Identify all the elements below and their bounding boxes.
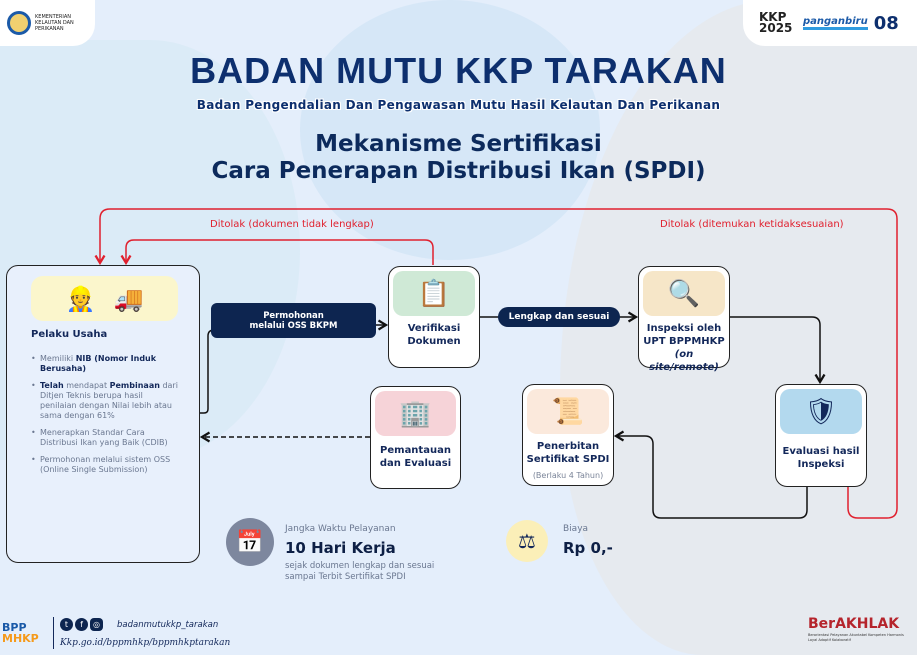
certificate-icon: 📜 — [527, 389, 609, 434]
penerbitan-line-1: Penerbitan — [536, 441, 600, 452]
instagram-icon[interactable]: ◎ — [90, 618, 103, 631]
penerbitan-line-2: Sertifikat SPDI — [526, 454, 610, 465]
pemantauan-line-1: Pemantauan — [380, 445, 451, 456]
footer-divider — [53, 617, 54, 649]
evaluasi-line-2: Inspeksi — [797, 459, 845, 470]
requirement-oss: Permohonan melalui sistem OSS (Online Si… — [31, 455, 181, 475]
inspeksi-line-2: UPT BPPMHKP — [643, 336, 725, 347]
berakhlak-tagline: Berorientasi Pelayanan Akuntabel Kompete… — [808, 633, 904, 642]
website-url[interactable]: Kkp.go.id/bppmhkp/bppmhkptarakan — [60, 638, 231, 648]
legal-document-scale-icon: ⚖ — [506, 520, 548, 562]
ministry-emblem-icon — [7, 11, 31, 35]
duration-value: 10 Hari Kerja — [285, 539, 396, 557]
08-logo: 08 — [873, 12, 899, 34]
evaluasi-to-penerbitan-arrow — [613, 430, 808, 519]
calendar-icon: 📅 — [226, 518, 274, 566]
background-shape — [300, 0, 600, 260]
penerbitan-note: (Berlaku 4 Tahun) — [532, 471, 604, 480]
inspeksi-to-evaluasi-arrow — [730, 316, 826, 385]
reject-inspection-line — [94, 208, 898, 519]
checklist-shield-icon: 🛡 — [780, 389, 862, 434]
requirements-list: Memiliki NIB (Nomor Induk Berusaha) Tela… — [31, 354, 181, 482]
pemantauan-step: 🏢 Pemantauan dan Evaluasi — [370, 386, 461, 489]
pelaku-usaha-card: 👷🚚 Pelaku Usaha Memiliki NIB (Nomor Indu… — [6, 265, 200, 563]
reject-inspection-label: Ditolak (ditemukan ketidaksesuaian) — [660, 219, 844, 230]
permohonan-oss-step: Permohonan melalui OSS BKPM — [211, 303, 376, 338]
social-handle[interactable]: badanmutukkp_tarakan — [117, 620, 219, 630]
partner-logos: KKP 2025 panganbiru 08 — [743, 0, 917, 46]
heading-line-1: Mekanisme Sertifikasi — [315, 131, 602, 157]
page-title: BADAN MUTU KKP TARAKAN — [190, 50, 727, 91]
kkp2025-logo: KKP 2025 — [759, 10, 793, 35]
lengkap-sesuai-label: Lengkap dan sesuai — [498, 307, 620, 327]
fisherman-icon: 👷 — [65, 284, 96, 313]
requirement-pembinaan: Telah mendapat Pembinaan dari Ditjen Tek… — [31, 381, 181, 421]
cost-value: Rp 0,- — [563, 539, 613, 557]
cost-label: Biaya — [563, 524, 589, 534]
inspeksi-line-1: Inspeksi oleh — [646, 323, 722, 334]
verifikasi-line-2: Dokumen — [407, 336, 461, 347]
evaluasi-line-1: Evaluasi hasil — [782, 446, 860, 457]
pelaku-illustration: 👷🚚 — [31, 276, 178, 321]
duration-label: Jangka Waktu Pelayanan — [285, 524, 396, 534]
requirement-nib: Memiliki NIB (Nomor Induk Berusaha) — [31, 354, 181, 374]
ministry-logo: KEMENTERIAN KELAUTAN DAN PERIKANAN — [0, 0, 95, 46]
document-check-icon: 📋 — [393, 271, 475, 316]
pemantauan-line-2: dan Evaluasi — [379, 458, 452, 469]
facebook-icon[interactable]: f — [75, 618, 88, 631]
heading-line-2: Cara Penerapan Distribusi Ikan (SPDI) — [211, 158, 706, 184]
reject-docs-label: Ditolak (dokumen tidak lengkap) — [210, 219, 374, 230]
inspection-magnifier-icon: 🔍 — [643, 271, 725, 316]
berakhlak-logo: BerAKHLAK — [808, 616, 900, 632]
permohonan-line-2: melalui OSS BKPM — [249, 321, 338, 331]
office-building-icon: 🏢 — [375, 391, 456, 436]
permohonan-line-1: Permohonan — [263, 311, 324, 321]
inspeksi-line-3: (on site/remote) — [649, 349, 719, 373]
pelaku-to-permohonan-line — [200, 329, 215, 414]
social-icons: t f ◎ — [60, 618, 103, 631]
requirement-cdib: Menerapkan Standar Cara Distribusi Ikan … — [31, 428, 181, 448]
twitter-icon[interactable]: t — [60, 618, 73, 631]
reject-docs-line — [120, 239, 434, 266]
verifikasi-line-1: Verifikasi — [407, 323, 461, 334]
delivery-truck-icon: 🚚 — [113, 284, 144, 313]
page-subtitle: Badan Pengendalian Dan Pengawasan Mutu H… — [196, 98, 721, 112]
pelaku-title: Pelaku Usaha — [31, 329, 108, 340]
panganbiru-logo: panganbiru — [803, 16, 868, 30]
ministry-logo-text: KEMENTERIAN KELAUTAN DAN PERIKANAN — [35, 14, 74, 32]
